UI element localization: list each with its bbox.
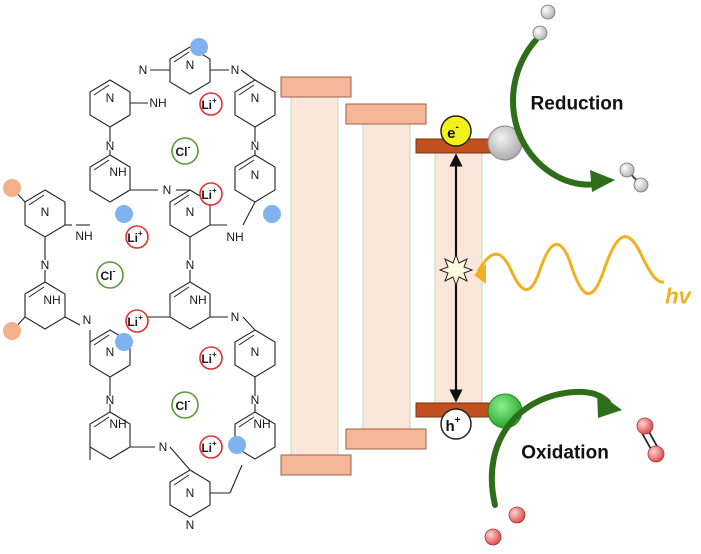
triazine-ring bbox=[89, 154, 131, 203]
svg-text:Li+: Li+ bbox=[201, 439, 217, 456]
atom-labels: N N N N NH N N N NH N N N NH N NH N N NH… bbox=[41, 58, 271, 532]
triazine-ring bbox=[169, 469, 211, 518]
nitrogen-label: N bbox=[106, 139, 115, 153]
layer-cap-top bbox=[280, 76, 352, 98]
blue-node bbox=[263, 205, 281, 223]
svg-text:Li+: Li+ bbox=[201, 186, 217, 203]
reduction-arrowhead bbox=[590, 170, 615, 192]
nitrogen-label: N bbox=[163, 183, 172, 197]
blue-node bbox=[228, 436, 246, 454]
blue-node bbox=[190, 38, 208, 56]
layer-cap-bottom bbox=[345, 428, 427, 450]
triazine-ring bbox=[89, 411, 131, 460]
layer-cap-bottom bbox=[280, 454, 352, 476]
photon-energy-label: hv bbox=[665, 284, 692, 309]
excitation-starburst bbox=[438, 253, 474, 287]
nitrogen-label: N bbox=[231, 310, 240, 324]
layer-panel bbox=[290, 96, 339, 458]
nitrogen-label: N bbox=[186, 205, 195, 219]
amine-label: NH bbox=[189, 293, 206, 307]
amine-label: NH bbox=[109, 165, 126, 179]
svg-text:Li+: Li+ bbox=[127, 229, 143, 246]
nitrogen-label: N bbox=[159, 440, 168, 454]
nitrogen-label: N bbox=[106, 91, 115, 105]
amine-label: NH bbox=[43, 293, 60, 307]
amine-label: NH bbox=[149, 96, 166, 110]
nitrogen-label: N bbox=[41, 205, 50, 219]
lithium-ion: Li+ bbox=[199, 92, 223, 116]
svg-text:Li+: Li+ bbox=[201, 96, 217, 113]
green-cocatalyst-site bbox=[487, 393, 523, 429]
lithium-ion: Li+ bbox=[199, 182, 223, 206]
blue-node bbox=[115, 205, 133, 223]
svg-text:Cl-: Cl- bbox=[176, 396, 191, 413]
triazine-ring bbox=[169, 281, 211, 330]
poly-triazine-imide-framework bbox=[13, 46, 276, 518]
nitrogen-label: N bbox=[251, 91, 260, 105]
nitrogen-label: N bbox=[106, 345, 115, 359]
amine-label: NH bbox=[253, 417, 270, 431]
oxidation-arrowhead bbox=[597, 392, 622, 418]
lithium-ion: Li+ bbox=[199, 435, 223, 459]
svg-text:e-: e- bbox=[447, 122, 459, 142]
triazine-ring bbox=[169, 46, 211, 95]
lithium-ion: Li+ bbox=[199, 346, 223, 370]
svg-text:Li+: Li+ bbox=[127, 313, 143, 330]
nitrogen-label: N bbox=[186, 518, 195, 532]
nitrogen-label: N bbox=[186, 486, 195, 500]
nitrogen-label: N bbox=[186, 58, 195, 72]
product-molecule-red bbox=[636, 417, 665, 463]
nitrogen-label: N bbox=[186, 258, 195, 272]
amine-label: NH bbox=[226, 230, 243, 244]
nitrogen-label: N bbox=[251, 139, 260, 153]
reactant-molecule-grey bbox=[532, 4, 556, 41]
light-wave bbox=[476, 235, 665, 295]
chloride-ion: Cl- bbox=[171, 137, 199, 165]
nitrogen-label: N bbox=[251, 393, 260, 407]
svg-text:Cl-: Cl- bbox=[176, 142, 191, 159]
reduction-arrow bbox=[510, 37, 601, 188]
light-wave-arrowhead bbox=[474, 264, 486, 284]
chloride-ion: Cl- bbox=[171, 391, 199, 419]
lithium-ion: Li+ bbox=[125, 309, 149, 333]
reduction-label: Reduction bbox=[531, 94, 624, 115]
amine-label: NH bbox=[75, 229, 92, 243]
svg-text:h+: h+ bbox=[445, 415, 460, 435]
triazine-ring bbox=[234, 411, 276, 460]
blue-node bbox=[115, 333, 133, 351]
svg-text:Cl-: Cl- bbox=[101, 266, 116, 283]
orange-node bbox=[3, 322, 21, 340]
nitrogen-label: N bbox=[106, 393, 115, 407]
triazine-ring bbox=[24, 281, 66, 330]
product-molecule-grey bbox=[619, 162, 649, 193]
layer-panel bbox=[362, 123, 411, 431]
nitrogen-label: N bbox=[41, 258, 50, 272]
terminal-nodes bbox=[3, 38, 281, 454]
hole-symbol: h+ bbox=[440, 408, 472, 440]
orange-node bbox=[3, 179, 21, 197]
reactant-molecule-red bbox=[484, 506, 526, 546]
lithium-ion: Li+ bbox=[125, 225, 149, 249]
nitrogen-label: N bbox=[139, 63, 148, 77]
nitrogen-label: N bbox=[251, 345, 260, 359]
layer-cap-top bbox=[345, 103, 427, 125]
svg-text:Li+: Li+ bbox=[201, 350, 217, 367]
nitrogen-label: N bbox=[83, 313, 92, 327]
electron-symbol: e- bbox=[440, 115, 472, 147]
nitrogen-label: N bbox=[251, 168, 260, 182]
chloride-ion: Cl- bbox=[96, 261, 124, 289]
oxidation-label: Oxidation bbox=[521, 443, 609, 464]
nitrogen-label: N bbox=[231, 63, 240, 77]
amine-label: NH bbox=[109, 417, 126, 431]
